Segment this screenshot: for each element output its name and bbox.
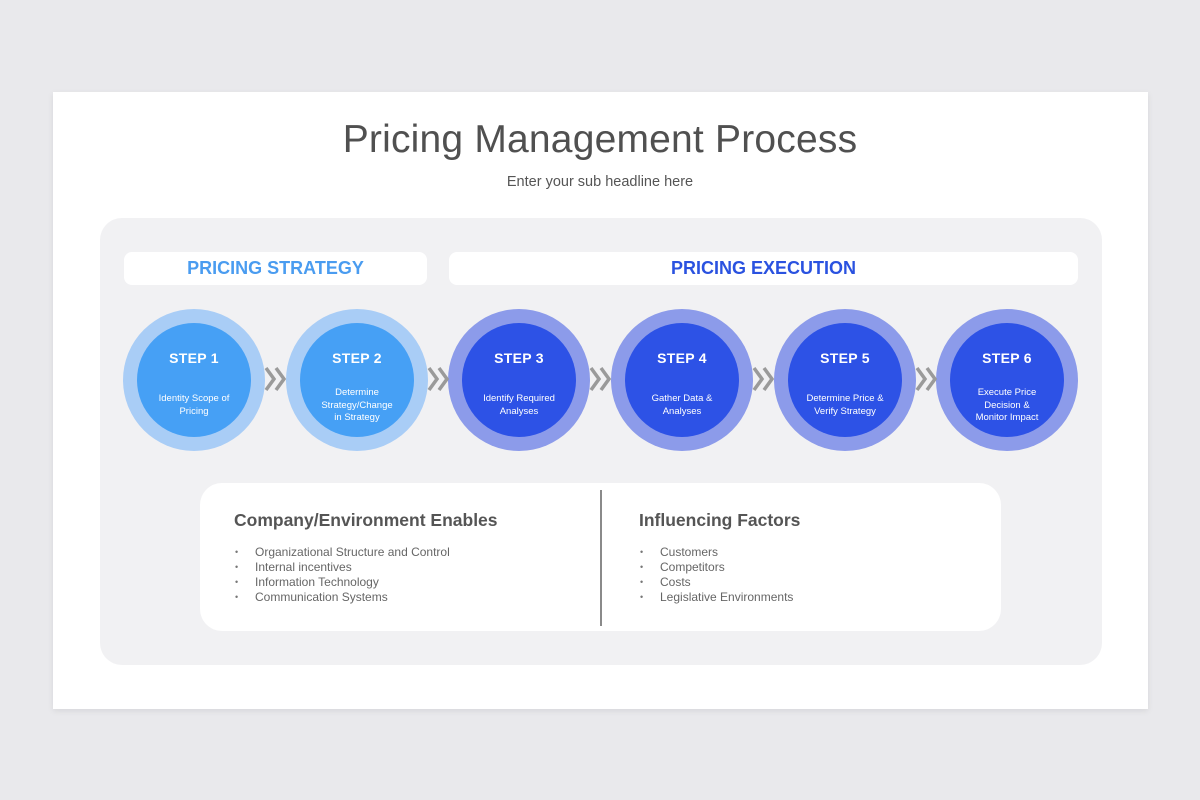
step-2-desc-line: Strategy/Change <box>321 399 393 411</box>
step-2: STEP 2 Determine Strategy/Change in Stra… <box>286 309 428 451</box>
step-1-description: Identity Scope of Pricing <box>148 393 240 418</box>
step-5-desc-line: Verify Strategy <box>814 405 876 417</box>
list-item: Competitors <box>640 560 793 575</box>
step-1: STEP 1 Identity Scope of Pricing <box>123 309 265 451</box>
influencing-factors-list: Customers Competitors Costs Legislative … <box>640 545 793 605</box>
company-environment-list: Organizational Structure and Control Int… <box>235 545 450 605</box>
step-6: STEP 6 Execute Price Decision & Monitor … <box>936 309 1078 451</box>
list-item: Customers <box>640 545 793 560</box>
step-2-description: Determine Strategy/Change in Strategy <box>311 387 403 425</box>
double-chevron-right-icon <box>589 366 612 392</box>
step-6-circle: STEP 6 Execute Price Decision & Monitor … <box>950 323 1064 437</box>
step-4-label: STEP 4 <box>657 350 707 366</box>
page-title: Pricing Management Process <box>342 118 858 161</box>
step-4-desc-line: Analyses <box>662 405 702 417</box>
double-chevron-right-icon <box>264 366 287 392</box>
step-1-circle: STEP 1 Identity Scope of Pricing <box>137 323 251 437</box>
list-item: Internal incentives <box>235 560 450 575</box>
step-5-description: Determine Price & Verify Strategy <box>799 393 891 418</box>
step-6-label: STEP 6 <box>982 350 1032 366</box>
step-3-desc-line: Analyses <box>499 405 539 417</box>
influencing-factors-title: Influencing Factors <box>639 510 801 530</box>
list-item: Organizational Structure and Control <box>235 545 450 560</box>
column-divider <box>600 490 602 626</box>
step-2-circle: STEP 2 Determine Strategy/Change in Stra… <box>300 323 414 437</box>
step-5-circle: STEP 5 Determine Price & Verify Strategy <box>788 323 902 437</box>
step-3-label: STEP 3 <box>494 350 544 366</box>
step-1-label: STEP 1 <box>169 350 219 366</box>
step-2-desc-line: in Strategy <box>334 412 380 423</box>
step-5-label: STEP 5 <box>820 350 870 366</box>
step-6-description: Execute Price Decision & Monitor Impact <box>961 387 1053 425</box>
step-4-description: Gather Data & Analyses <box>636 393 728 418</box>
step-6-desc-line: Execute Price <box>977 387 1037 398</box>
step-2-label: STEP 2 <box>332 350 382 366</box>
step-3-desc-line: Identify Required <box>483 393 555 404</box>
step-4-circle: STEP 4 Gather Data & Analyses <box>625 323 739 437</box>
step-5: STEP 5 Determine Price & Verify Strategy <box>774 309 916 451</box>
step-1-desc-line: Identity Scope of <box>158 393 230 404</box>
phase-pricing-strategy: PRICING STRATEGY <box>124 252 427 285</box>
step-3: STEP 3 Identify Required Analyses <box>448 309 590 451</box>
step-2-desc-line: Determine <box>335 387 379 398</box>
list-item: Information Technology <box>235 575 450 590</box>
step-6-desc-line: Monitor Impact <box>975 412 1039 423</box>
step-3-circle: STEP 3 Identify Required Analyses <box>462 323 576 437</box>
phase-pricing-execution: PRICING EXECUTION <box>449 252 1078 285</box>
step-4-desc-line: Gather Data & <box>651 393 713 404</box>
list-item: Costs <box>640 575 793 590</box>
step-4: STEP 4 Gather Data & Analyses <box>611 309 753 451</box>
step-6-desc-line: Decision & <box>984 399 1030 411</box>
list-item: Communication Systems <box>235 590 450 605</box>
step-5-desc-line: Determine Price & <box>806 393 884 404</box>
double-chevron-right-icon <box>915 366 938 392</box>
step-3-description: Identify Required Analyses <box>473 393 565 418</box>
double-chevron-right-icon <box>427 366 450 392</box>
double-chevron-right-icon <box>752 366 775 392</box>
page-subtitle: Enter your sub headline here <box>506 174 694 190</box>
step-1-desc-line: Pricing <box>179 405 209 417</box>
company-environment-title: Company/Environment Enables <box>234 510 498 530</box>
list-item: Legislative Environments <box>640 590 793 605</box>
